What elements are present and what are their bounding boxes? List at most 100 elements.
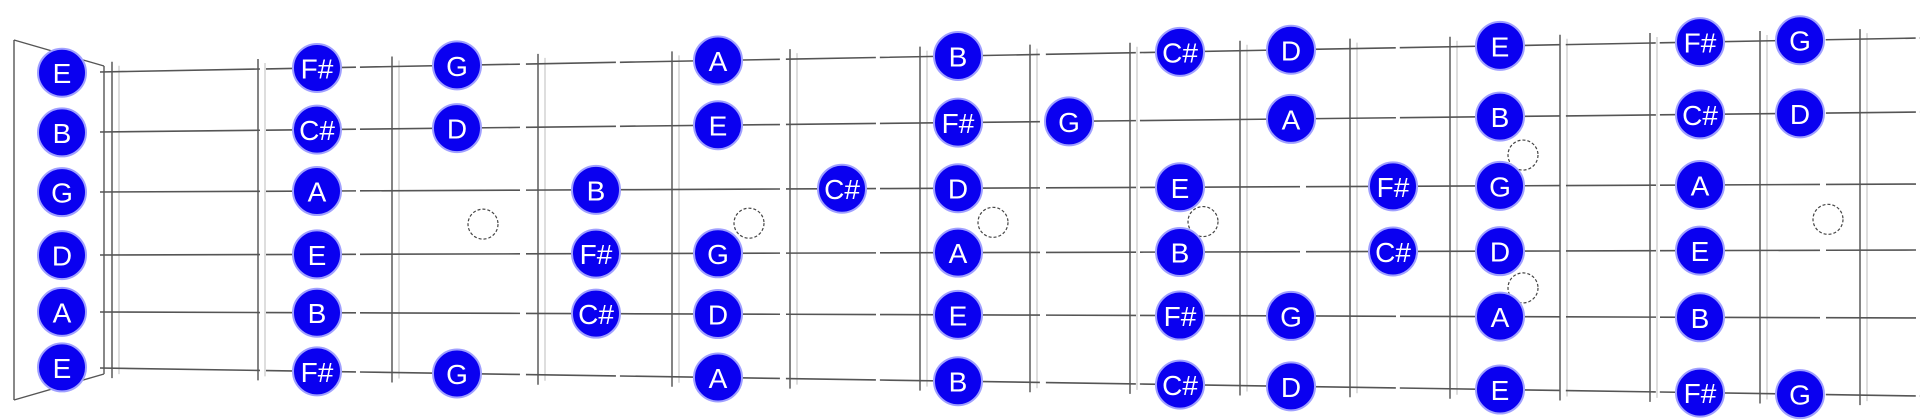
note-label: E (53, 58, 72, 89)
note-marker: D (693, 289, 743, 340)
note-marker: F# (292, 42, 342, 93)
note-circle (432, 103, 482, 154)
note-marker: E (933, 289, 983, 340)
note-circle (37, 167, 87, 218)
note-circle (37, 342, 87, 393)
note-circle (1475, 91, 1525, 142)
note-marker: D (1266, 24, 1316, 75)
note-circle (1675, 17, 1725, 68)
note-marker: A (292, 166, 342, 217)
note-circle (1475, 364, 1525, 415)
note-circle (1266, 93, 1316, 144)
note-circle (37, 286, 87, 337)
note-label: E (1171, 173, 1190, 204)
string-line (99, 183, 1920, 193)
note-marker: C# (292, 104, 342, 155)
note-circle (817, 163, 867, 214)
note-label: E (308, 240, 327, 271)
note-label: G (1489, 171, 1511, 202)
note-circle (571, 288, 621, 339)
note-marker: E (37, 342, 87, 393)
note-marker: F# (571, 228, 621, 279)
note-marker: C# (1675, 89, 1725, 140)
note-marker: E (1675, 225, 1725, 276)
note-marker: C# (1368, 226, 1418, 277)
note-marker: E (1475, 20, 1525, 71)
note-label: F# (1684, 28, 1717, 59)
note-label: A (1282, 104, 1301, 135)
note-circle (1675, 367, 1725, 418)
note-label: D (1281, 372, 1301, 403)
note-circle (933, 163, 983, 214)
note-marker: B (1675, 292, 1725, 343)
fret-marker-dot (1187, 205, 1219, 238)
fret-markers (467, 139, 1844, 304)
note-circle (571, 164, 621, 215)
note-circle (1475, 226, 1525, 277)
note-circle (1155, 26, 1205, 77)
note-label: G (446, 51, 468, 82)
note-label: E (1491, 31, 1510, 62)
note-marker: B (933, 30, 983, 81)
note-circle (1044, 96, 1094, 147)
note-circle (571, 228, 621, 279)
note-marker: E (693, 100, 743, 151)
note-circle (933, 30, 983, 81)
note-marker: F# (1368, 161, 1418, 212)
note-marker: F# (1675, 367, 1725, 418)
note-marker: G (432, 348, 482, 399)
note-circle (37, 107, 87, 158)
fret-marker-dot (1812, 203, 1844, 235)
note-marker: B (571, 164, 621, 215)
note-marker: G (1475, 160, 1525, 211)
note-circle (292, 287, 342, 338)
fret-marker-dot (977, 206, 1009, 238)
note-circle (37, 230, 87, 281)
note-circle (37, 47, 87, 98)
note-circle (1675, 225, 1725, 276)
note-circle (1475, 160, 1525, 211)
note-marker: E (37, 47, 87, 98)
note-marker: G (1266, 290, 1316, 341)
note-label: F# (301, 357, 334, 388)
note-marker: G (693, 228, 743, 279)
note-label: F# (580, 239, 613, 270)
note-label: G (446, 359, 468, 390)
note-marker: F# (1675, 17, 1725, 68)
note-label: B (53, 118, 72, 149)
note-circle (1775, 369, 1825, 420)
note-label: B (949, 41, 968, 72)
note-circle (1368, 226, 1418, 277)
note-marker: A (693, 35, 743, 86)
note-label: C# (1682, 100, 1718, 131)
note-circle (292, 42, 342, 93)
note-circle (292, 166, 342, 217)
note-circle (1775, 88, 1825, 139)
note-marker: A (693, 352, 743, 403)
note-label: A (709, 363, 728, 394)
note-circle (1155, 162, 1205, 213)
note-label: B (1491, 102, 1510, 133)
note-circle (1368, 161, 1418, 212)
note-marker: C# (1155, 359, 1205, 410)
note-label: D (1281, 35, 1301, 66)
note-circle (1675, 292, 1725, 343)
note-label: A (1691, 170, 1710, 201)
note-circle (292, 229, 342, 280)
note-circle (693, 228, 743, 279)
note-circle (693, 289, 743, 340)
note-label: C# (578, 299, 614, 330)
note-label: E (709, 111, 728, 142)
note-label: C# (1162, 37, 1198, 68)
note-label: D (708, 300, 728, 331)
note-label: A (949, 238, 968, 269)
note-circle (1266, 361, 1316, 412)
note-marker: A (1266, 93, 1316, 144)
note-circle (1475, 20, 1525, 71)
note-circle (1675, 89, 1725, 140)
note-label: C# (824, 174, 860, 205)
note-marker: D (933, 163, 983, 214)
note-marker: G (1775, 369, 1825, 420)
fret-marker-dot (1507, 272, 1539, 304)
note-label: D (1490, 237, 1510, 268)
